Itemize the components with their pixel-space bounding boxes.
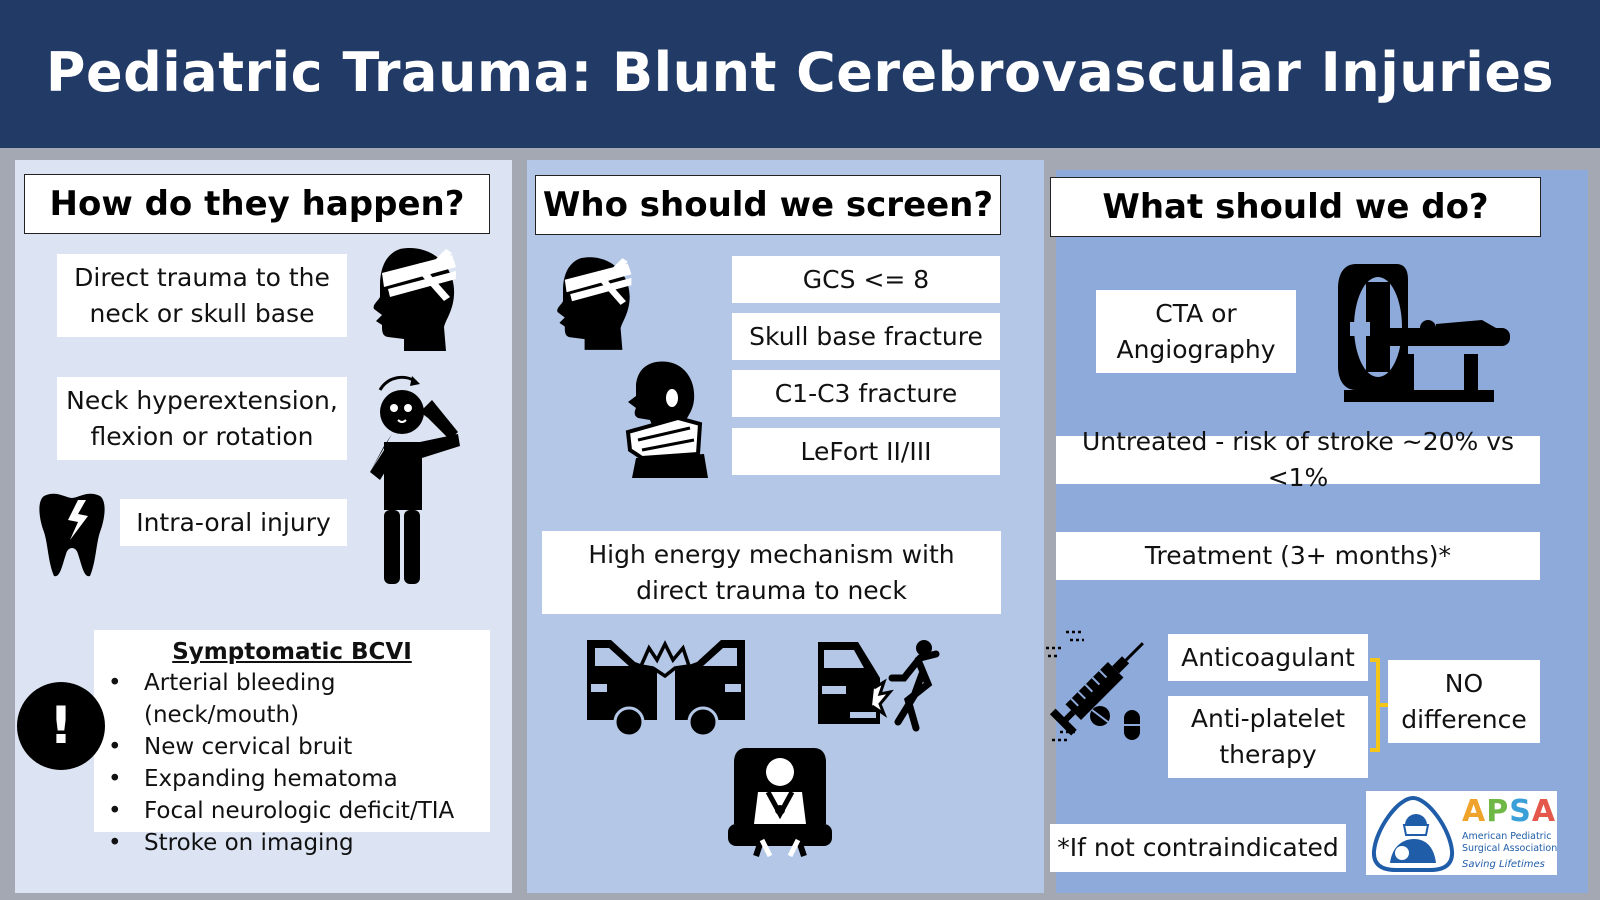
- tooth-icon: [38, 492, 106, 578]
- heading-what: What should we do?: [1050, 177, 1541, 237]
- mechanism-box: High energy mechanism with direct trauma…: [542, 531, 1001, 614]
- no-difference-box: NO difference: [1388, 660, 1540, 743]
- bracket-connector: [1380, 703, 1388, 707]
- cause-intra-oral: Intra-oral injury: [120, 499, 347, 546]
- page-title: Pediatric Trauma: Blunt Cerebrovascular …: [45, 41, 1555, 104]
- risk-box: Untreated - risk of stroke ~20% vs <1%: [1056, 427, 1540, 492]
- footnote-box: *If not contraindicated: [1050, 824, 1346, 872]
- symptomatic-bcvi-box: Symptomatic BCVI Arterial bleeding (neck…: [94, 630, 490, 859]
- apsa-letter: S: [1509, 794, 1532, 829]
- symptom-item: Stroke on imaging: [94, 827, 490, 859]
- apsa-emblem-icon: [1371, 795, 1455, 872]
- apsa-name-line1: American Pediatric: [1462, 831, 1552, 842]
- apsa-letter: A: [1462, 794, 1487, 829]
- apsa-abbr: APSA: [1462, 795, 1556, 829]
- cause-hyperextension: Neck hyperextension, flexion or rotation: [57, 377, 347, 460]
- car-crash-icon: [585, 636, 747, 738]
- heading-how: How do they happen?: [24, 174, 490, 234]
- syringe-pills-icon: [1040, 628, 1156, 744]
- ct-scanner-icon: [1336, 262, 1514, 402]
- criterion-gcs: GCS <= 8: [732, 256, 1000, 303]
- symptom-item: Focal neurologic deficit/TIA: [94, 795, 490, 827]
- cause-direct-trauma: Direct trauma to the neck or skull base: [57, 254, 347, 337]
- car-seat-child-icon: [726, 744, 834, 860]
- bandaged-head-icon: [360, 245, 460, 355]
- option-antiplatelet: Anti-platelet therapy: [1168, 696, 1368, 778]
- neck-collar-icon: [618, 358, 710, 480]
- criterion-c1-c3: C1-C3 fracture: [732, 370, 1000, 417]
- apsa-name: American Pediatric Surgical Association: [1462, 831, 1557, 855]
- heading-who: Who should we screen?: [535, 175, 1001, 235]
- option-anticoagulant: Anticoagulant: [1168, 634, 1368, 681]
- apsa-logo: APSA American Pediatric Surgical Associa…: [1366, 791, 1557, 875]
- thinking-person-icon: [362, 372, 462, 587]
- symptom-item: New cervical bruit: [94, 731, 490, 763]
- apsa-letter: A: [1531, 794, 1557, 829]
- title-banner: [0, 0, 1600, 148]
- apsa-letter: P: [1486, 794, 1510, 829]
- criterion-skull-base: Skull base fracture: [732, 313, 1000, 360]
- treatment-box: Treatment (3+ months)*: [1056, 532, 1540, 580]
- apsa-tagline: Saving Lifetimes: [1462, 859, 1545, 870]
- bandaged-head-icon: [545, 254, 635, 354]
- symptomatic-title: Symptomatic BCVI: [172, 639, 412, 665]
- alert-icon: !: [17, 682, 105, 770]
- apsa-name-line2: Surgical Association: [1462, 843, 1558, 854]
- symptom-item: Arterial bleeding (neck/mouth): [94, 667, 490, 731]
- symptom-item: Expanding hematoma: [94, 763, 490, 795]
- pedestrian-hit-icon: [818, 638, 940, 736]
- criterion-lefort: LeFort II/III: [732, 428, 1000, 475]
- symptom-list: Arterial bleeding (neck/mouth) New cervi…: [94, 667, 490, 859]
- comparison-bracket: [1370, 658, 1380, 752]
- imaging-box: CTA or Angiography: [1096, 290, 1296, 373]
